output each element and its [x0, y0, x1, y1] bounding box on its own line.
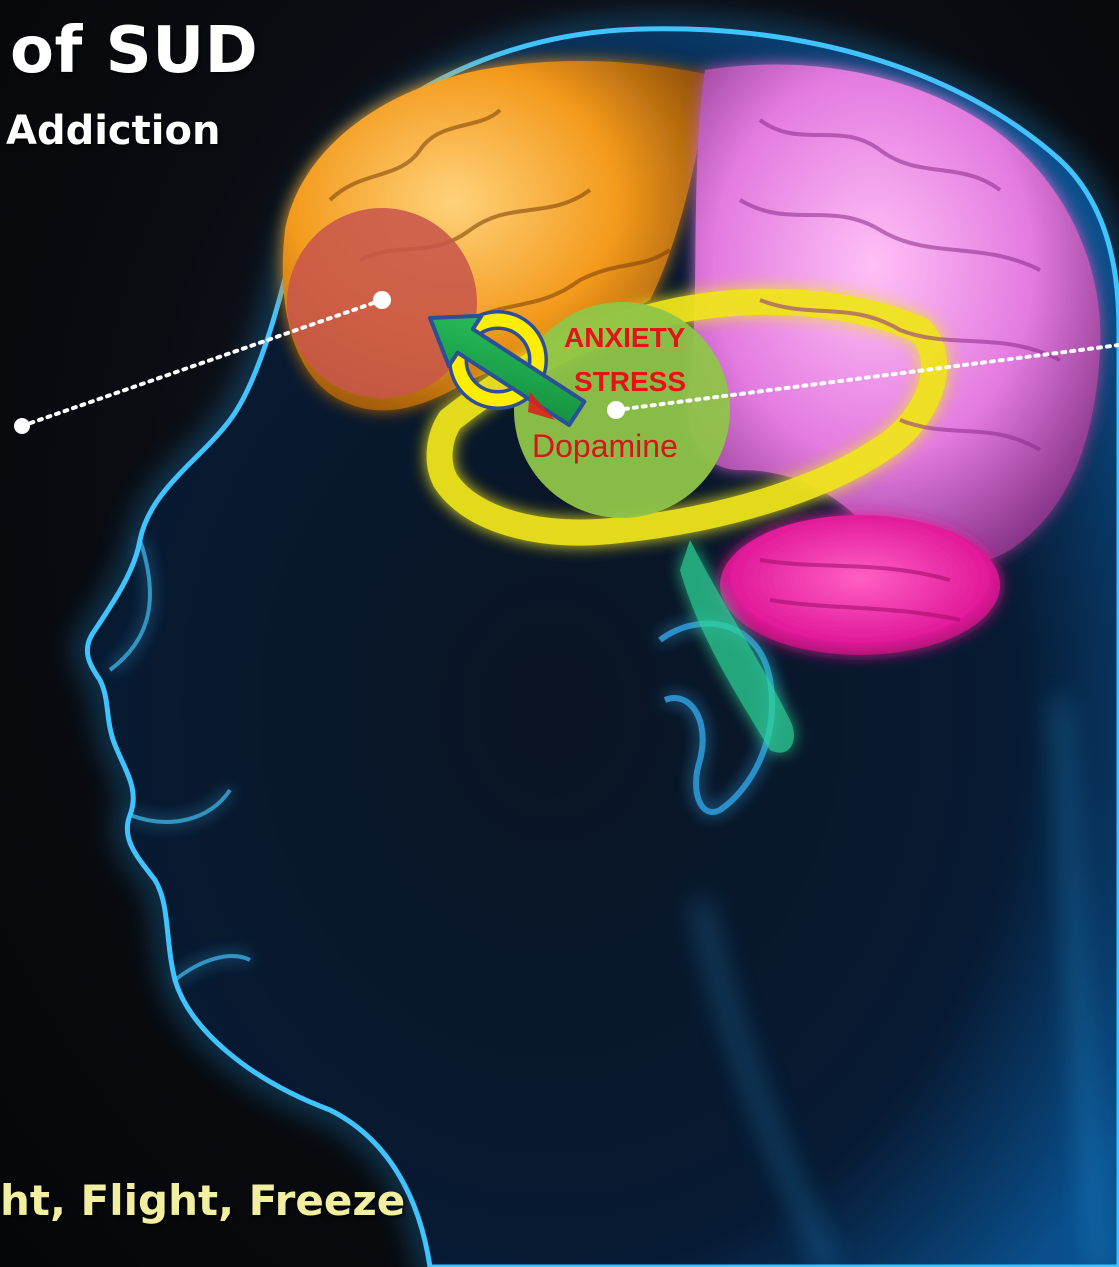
- cerebellum: [720, 515, 1000, 655]
- bottom-caption: ht, Flight, Freeze: [0, 1176, 405, 1225]
- dopamine-label: Dopamine: [532, 428, 678, 465]
- anxiety-label: ANXIETY: [564, 322, 685, 354]
- stress-label: STRESS: [574, 366, 686, 398]
- pointer-dot-left-end: [14, 418, 30, 434]
- page-title: of SUD: [10, 14, 258, 88]
- page-subtitle: Addiction: [6, 108, 220, 154]
- pointer-dot-prefrontal: [373, 291, 391, 309]
- pointer-dot-limbic: [607, 401, 625, 419]
